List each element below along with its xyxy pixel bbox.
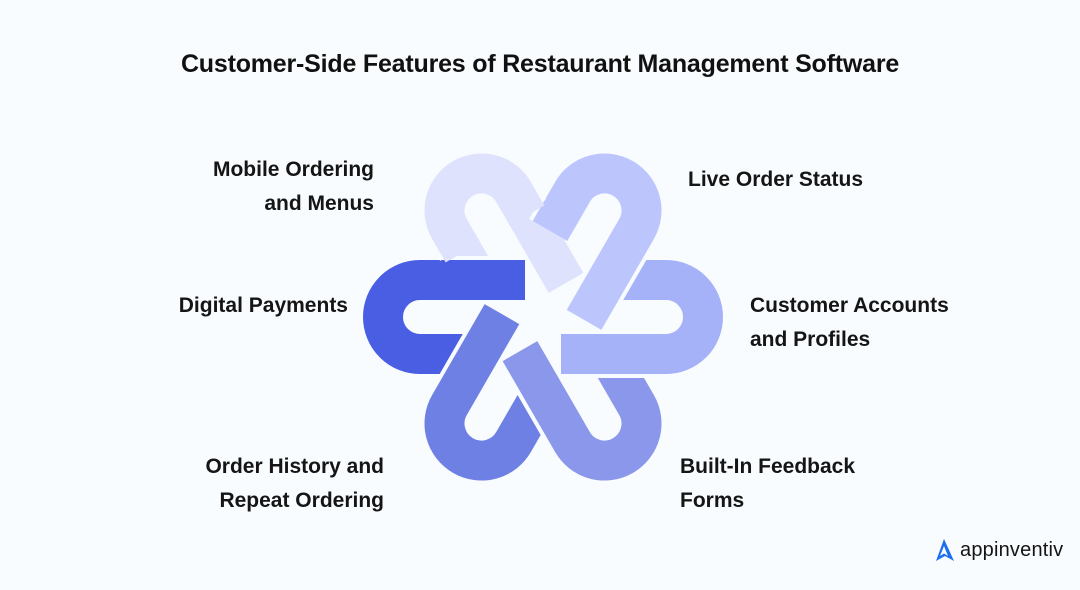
label-line: Customer Accounts xyxy=(750,294,949,317)
petal-mobile-ordering-arc xyxy=(420,149,546,263)
label-line: and Profiles xyxy=(750,328,871,351)
label-line: Live Order Status xyxy=(688,168,864,191)
label-mobile-ordering: Mobile Ordering and Menus xyxy=(150,153,374,221)
logo-text: appinventiv xyxy=(960,538,1064,561)
label-line: Mobile Ordering xyxy=(212,158,374,181)
appinventiv-logo-icon xyxy=(936,539,954,561)
label-line: Repeat Ordering xyxy=(219,489,384,512)
label-feedback-forms: Built-In Feedback Forms xyxy=(680,450,855,518)
label-line: Order History and xyxy=(205,455,384,478)
label-line: Forms xyxy=(680,489,745,512)
label-line: Built-In Feedback xyxy=(680,455,856,478)
label-digital-payments: Digital Payments xyxy=(150,289,348,323)
label-line: and Menus xyxy=(264,192,374,215)
page-title: Customer-Side Features of Restaurant Man… xyxy=(180,50,900,78)
label-order-history: Order History and Repeat Ordering xyxy=(150,450,384,518)
label-customer-accounts: Customer Accounts and Profiles xyxy=(750,289,949,357)
label-live-order-status: Live Order Status xyxy=(688,163,863,197)
label-line: Digital Payments xyxy=(178,294,348,317)
brand-logo: appinventiv xyxy=(932,537,1063,563)
